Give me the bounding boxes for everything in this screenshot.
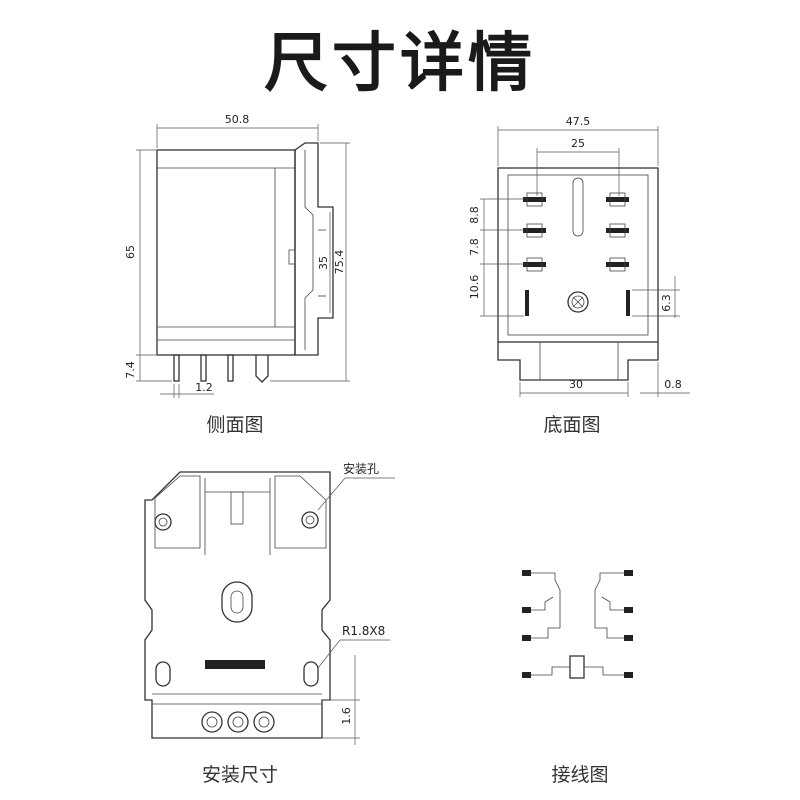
coil xyxy=(569,655,585,679)
label-mount-hole: 安装孔 xyxy=(343,461,379,476)
dim-pitch-2: 7.8 xyxy=(468,238,481,256)
mount-view: 安装孔 R1.8X8 1.6 xyxy=(144,461,395,745)
dim-pin-length: 7.4 xyxy=(124,361,137,379)
center-boss xyxy=(567,291,589,313)
dim-pitch-3: 10.6 xyxy=(468,275,481,300)
dim-side-height: 65 xyxy=(124,245,137,259)
mount-hole xyxy=(301,511,319,529)
wiring-diagram xyxy=(522,570,633,679)
caption-bottom-view: 底面图 xyxy=(543,414,601,436)
mount-plate xyxy=(144,471,331,739)
label-slot: R1.8X8 xyxy=(342,624,385,638)
caption-wiring: 接线图 xyxy=(551,764,609,786)
dim-coil-gap: 6.3 xyxy=(660,294,673,312)
dim-edge: 1.6 xyxy=(340,707,353,725)
dim-total-height: 75.4 xyxy=(333,250,346,275)
dim-side-width: 50.8 xyxy=(225,113,250,126)
dim-bottom-width: 47.5 xyxy=(566,115,591,128)
bottom-view: 47.5 25 8.8 7.8 10.6 6.3 30 0.8 xyxy=(468,115,690,397)
din-bracket xyxy=(294,142,334,356)
caption-side-view: 侧面图 xyxy=(206,414,264,436)
dim-rail: 35 xyxy=(317,256,330,270)
center-oval xyxy=(221,581,253,623)
side-body xyxy=(156,149,296,356)
dim-offset: 0.8 xyxy=(664,378,682,391)
page-title: 尺寸详情 xyxy=(264,27,536,101)
mount-slot xyxy=(303,661,319,687)
dim-pin-width: 1.2 xyxy=(195,381,213,394)
dim-pitch-1: 8.8 xyxy=(468,206,481,224)
bottom-body xyxy=(497,167,659,343)
dim-pin-span: 25 xyxy=(571,137,585,150)
side-view: 50.8 65 7.4 75.4 35 1.2 xyxy=(124,113,350,398)
pin-row xyxy=(523,192,630,316)
dim-base: 30 xyxy=(569,378,583,391)
caption-mount-view: 安装尺寸 xyxy=(201,764,278,786)
